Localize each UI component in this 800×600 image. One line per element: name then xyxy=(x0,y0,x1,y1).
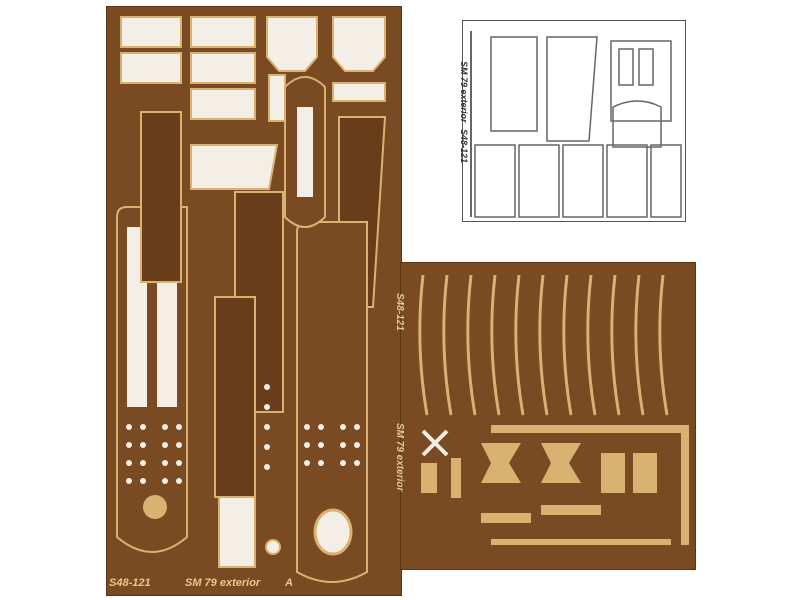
ribbon-part xyxy=(491,539,671,545)
sheet-c-title: SM 79 exterior xyxy=(394,423,405,492)
window-frame-part xyxy=(190,16,256,48)
rib-part xyxy=(418,274,429,416)
small-part xyxy=(481,513,531,523)
round-part xyxy=(265,539,281,555)
film-window-part xyxy=(606,144,648,218)
bracket-part xyxy=(541,443,581,483)
window-frame-part xyxy=(332,16,386,72)
strip-part xyxy=(140,111,182,283)
film-window-part xyxy=(638,48,654,86)
sheet-a-letter: A xyxy=(285,577,293,589)
rib-part xyxy=(466,274,477,416)
fuselage-strip-window xyxy=(297,107,313,197)
rib-part xyxy=(658,274,669,416)
film-window-part xyxy=(618,48,634,86)
window-frame-part xyxy=(268,74,286,122)
window-frame-part xyxy=(190,52,256,84)
sheet-a-title: SM 79 exterior xyxy=(185,577,261,589)
round-part xyxy=(143,495,167,519)
window-frame-part xyxy=(120,52,182,84)
window-frame-part xyxy=(190,88,256,120)
film-window-part xyxy=(490,36,538,132)
rib-part xyxy=(514,274,525,416)
window-frame-part xyxy=(266,16,318,72)
rib-part xyxy=(538,274,549,416)
windscreen-part xyxy=(190,144,279,190)
film-window-part xyxy=(474,144,516,218)
sheet-c-parts xyxy=(418,274,689,545)
window-frame-part xyxy=(332,82,386,102)
small-part xyxy=(421,463,437,493)
film-window-part xyxy=(610,40,672,122)
sheet-a-code: S48-121 xyxy=(109,577,151,589)
film-window-part xyxy=(562,144,604,218)
panel-part xyxy=(218,496,256,568)
small-part xyxy=(633,453,657,493)
rib-part xyxy=(442,274,453,416)
small-part xyxy=(451,458,461,498)
rib-part xyxy=(490,274,501,416)
sheet-a-parts xyxy=(116,16,387,583)
rib-part xyxy=(586,274,597,416)
window-frame-part xyxy=(120,16,182,48)
film-window-part xyxy=(546,36,598,142)
sheet-c-code: S48-121 xyxy=(394,293,405,331)
small-part xyxy=(541,505,601,515)
photo-etch-sheet-c: S48-121 SM 79 exterior xyxy=(394,262,696,570)
film-window-part xyxy=(612,100,662,148)
film-window-part xyxy=(518,144,560,218)
sheet-b-parts xyxy=(470,31,682,218)
sheet-b-code: S48-121 xyxy=(459,129,469,164)
ribbon-part xyxy=(491,425,681,433)
bracket-part xyxy=(481,443,521,483)
cross-part xyxy=(421,429,449,457)
oval-part xyxy=(313,508,353,556)
rib-part xyxy=(634,274,645,416)
rib-part xyxy=(562,274,573,416)
photo-etch-sheet-a: S48-121 SM 79 exterior A xyxy=(106,6,402,596)
vertical-strip-part xyxy=(681,425,689,545)
film-window-part xyxy=(650,144,682,218)
sheet-b-title: SM 79 exterior xyxy=(459,61,469,123)
rib-part xyxy=(610,274,621,416)
small-part xyxy=(601,453,625,493)
strip-part xyxy=(214,296,256,498)
acetate-film-sheet-b: SM 79 exterior S48-121 xyxy=(459,20,686,222)
